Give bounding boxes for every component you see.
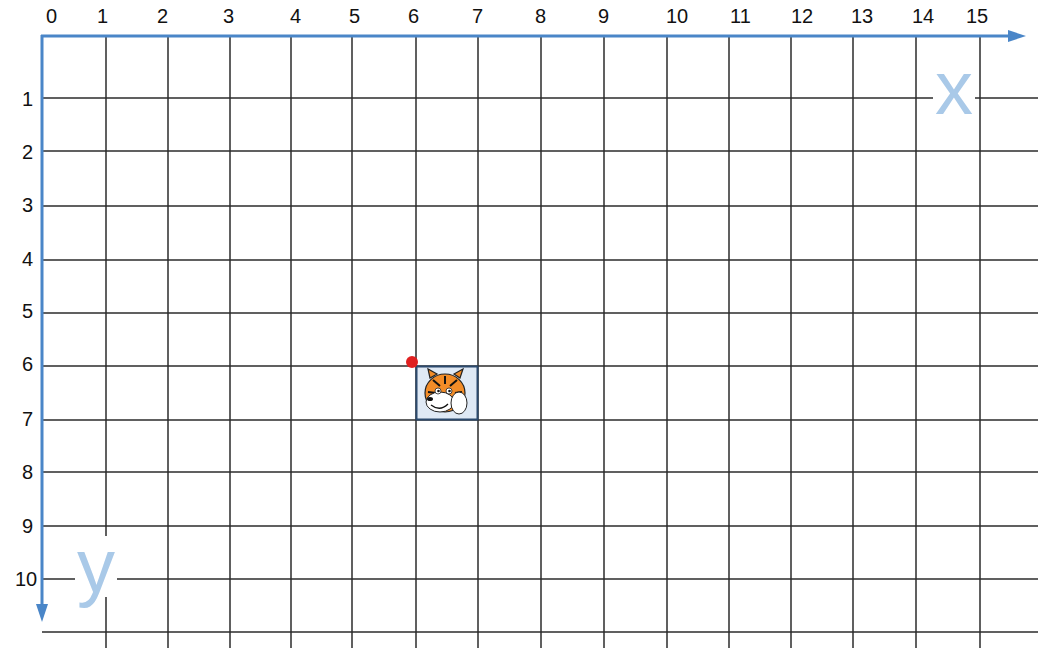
y-tick-number: 10: [15, 569, 37, 589]
x-tick-number: 13: [851, 6, 873, 26]
x-tick-number: 14: [912, 6, 934, 26]
x-tick-number: 4: [290, 6, 301, 26]
axes: [36, 30, 1026, 622]
y-tick-number: 7: [22, 409, 33, 429]
y-tick-number: 9: [22, 516, 33, 536]
origin-dot: [406, 356, 418, 368]
x-tick-number: 6: [408, 6, 419, 26]
x-tick-number: 5: [349, 6, 360, 26]
x-tick-number: 10: [666, 6, 688, 26]
y-tick-number: 1: [22, 89, 33, 109]
y-tick-number: 8: [22, 462, 33, 482]
x-tick-number: 2: [157, 6, 168, 26]
x-tick-number: 0: [46, 6, 57, 26]
x-tick-number: 15: [966, 6, 988, 26]
x-tick-number: 11: [730, 6, 751, 26]
x-axis-letter: x: [933, 58, 975, 119]
y-tick-number: 6: [22, 354, 33, 374]
y-axis-letter: y: [75, 536, 117, 597]
x-tick-number: 12: [791, 6, 813, 26]
x-tick-number: 9: [598, 6, 609, 26]
y-tick-number: 4: [22, 249, 33, 269]
x-tick-number: 7: [472, 6, 483, 26]
tiger-sprite: [417, 367, 478, 420]
grid-lines: [42, 36, 1038, 648]
x-tick-number: 1: [97, 6, 108, 26]
x-tick-number: 8: [535, 6, 546, 26]
y-tick-number: 2: [22, 142, 33, 162]
y-tick-number: 3: [22, 195, 33, 215]
y-tick-number: 5: [22, 301, 33, 321]
x-tick-number: 3: [223, 6, 234, 26]
